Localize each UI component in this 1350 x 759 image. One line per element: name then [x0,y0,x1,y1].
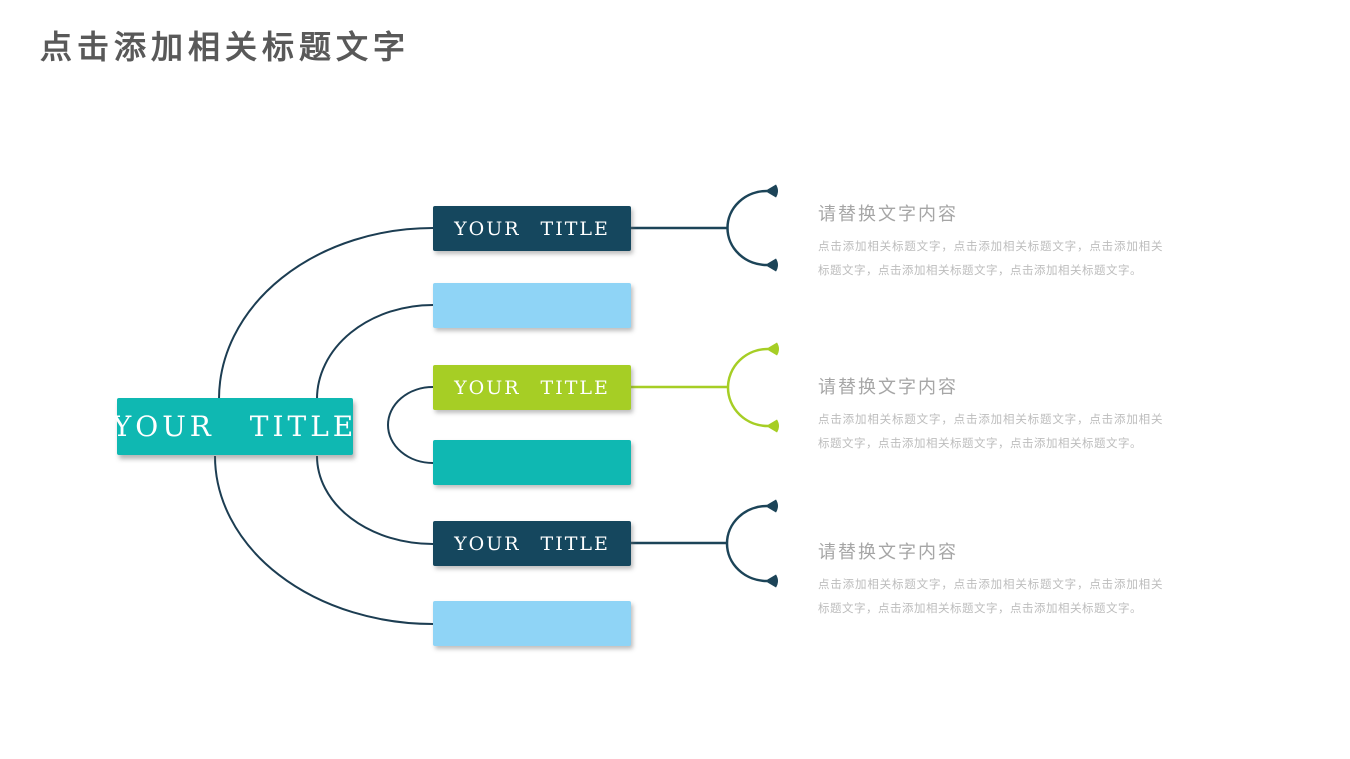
node-blank-6[interactable] [433,601,631,646]
wire-root-to-node1 [218,227,434,400]
bracket-cap-annot3-top [765,499,778,513]
wire-root-to-node2 [316,304,434,400]
wire-root-to-node5 [316,455,434,545]
node-your-title-1[interactable]: YOUR TITLE [433,206,631,251]
annotation-block-1[interactable]: 请替换文字内容 点击添加相关标题文字，点击添加相关标题文字，点击添加相关标题文字… [818,200,1163,283]
bracket-cap-annot1-bottom [765,258,778,272]
wire-root-to-node3-node4 [387,386,434,464]
wire-root-to-node6 [214,455,434,625]
bracket-cap-annot3-bottom [765,574,778,588]
node-1-label: YOUR TITLE [454,217,610,240]
node-your-title-5[interactable]: YOUR TITLE [433,521,631,566]
bracket-cap-annot2-top [766,342,779,356]
annotation-3-heading: 请替换文字内容 [818,542,958,562]
node-your-title-3[interactable]: YOUR TITLE [433,365,631,410]
annotation-1-heading: 请替换文字内容 [818,204,958,224]
bracket-annot2 [726,347,769,428]
root-node-label: YOUR TITLE [112,410,358,443]
annotation-1-body: 点击添加相关标题文字，点击添加相关标题文字，点击添加相关标题文字，点击添加相关标… [818,241,1163,277]
annotation-block-2[interactable]: 请替换文字内容 点击添加相关标题文字，点击添加相关标题文字，点击添加相关标题文字… [818,373,1163,456]
annotation-2-heading: 请替换文字内容 [818,377,958,397]
node-5-label: YOUR TITLE [454,532,610,555]
root-node[interactable]: YOUR TITLE [113,398,353,455]
bracket-annot3 [725,504,768,583]
slide-title[interactable]: 点击添加相关标题文字 [40,29,411,65]
node-blank-4[interactable] [433,440,631,485]
bracket-cap-annot1-top [765,184,778,198]
annotation-3-body: 点击添加相关标题文字，点击添加相关标题文字，点击添加相关标题文字，点击添加相关标… [818,579,1163,615]
bracket-cap-annot2-bottom [766,419,779,433]
annotation-2-body: 点击添加相关标题文字，点击添加相关标题文字，点击添加相关标题文字，点击添加相关标… [818,414,1163,450]
node-3-label: YOUR TITLE [454,376,610,399]
bracket-annot1 [726,189,768,267]
annotation-block-3[interactable]: 请替换文字内容 点击添加相关标题文字，点击添加相关标题文字，点击添加相关标题文字… [818,538,1163,621]
node-blank-2[interactable] [433,283,631,328]
